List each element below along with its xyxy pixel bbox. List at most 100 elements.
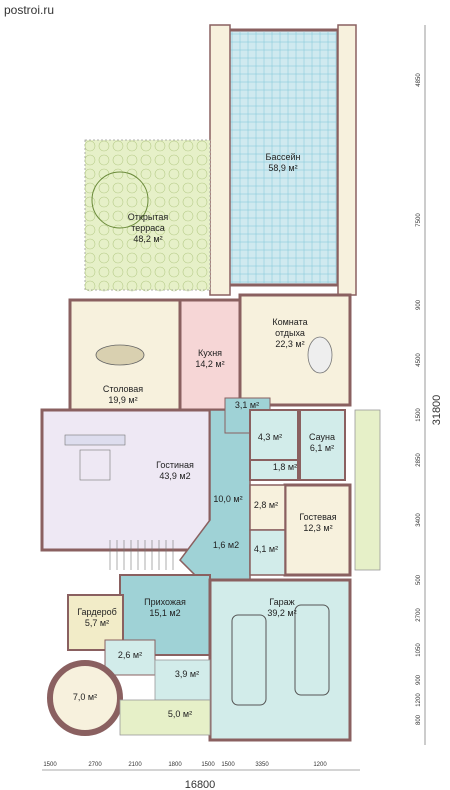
terrace-tile (182, 224, 194, 236)
total-width: 16800 (185, 779, 216, 790)
terrace-tile (98, 210, 110, 222)
terrace-tile (126, 238, 138, 250)
room-label-garage-area: 39,2 м² (267, 608, 296, 618)
terrace-tile (126, 280, 138, 292)
dim-right-label: 4500 (416, 353, 422, 367)
terrace-umbrella-icon (91, 171, 149, 229)
terrace-tile (168, 266, 180, 278)
terrace-tile (84, 154, 96, 166)
terrace-tile (154, 238, 166, 250)
terrace-tile (112, 196, 124, 208)
terrace-tile (196, 154, 208, 166)
terrace-tile (154, 140, 166, 152)
dim-bottom-label: 3350 (255, 762, 269, 768)
dim-bottom-label: 1500 (201, 762, 215, 768)
room-label-wardrobe-name: Гардероб (77, 607, 117, 617)
terrace-tile (98, 252, 110, 264)
terrace-tile (168, 252, 180, 264)
terrace-tile (196, 252, 208, 264)
room-label-corr2-area: 2,8 м² (254, 500, 278, 510)
room-label-garage-name: Гараж (269, 597, 294, 607)
terrace-tile (126, 196, 138, 208)
terrace-tile (168, 140, 180, 152)
room-label-guest-area: 12,3 м² (303, 523, 332, 533)
terrace-tile (182, 210, 194, 222)
terrace-tile (98, 182, 110, 194)
terrace-tile (196, 280, 208, 292)
room-label-shower-area: 1,8 м² (273, 462, 297, 472)
terrace-tile (98, 224, 110, 236)
room-label-entry-area: 15,1 м2 (149, 608, 180, 618)
terrace-tile (84, 210, 96, 222)
terrace-tile (84, 168, 96, 180)
terrace-tile (168, 224, 180, 236)
terrace-tile (154, 252, 166, 264)
terrace-tile (112, 154, 124, 166)
terrace-tile (112, 280, 124, 292)
dim-bottom-label: 1800 (168, 762, 182, 768)
terrace-tile (154, 210, 166, 222)
terrace-tile (140, 168, 152, 180)
terrace-tile (140, 266, 152, 278)
terrace-tile (84, 224, 96, 236)
dim-bottom-label: 2100 (128, 762, 142, 768)
side-stair (354, 409, 381, 571)
terrace-tile (182, 280, 194, 292)
dining-table-icon (95, 344, 145, 366)
terrace-tile (196, 266, 208, 278)
terrace-tile (182, 238, 194, 250)
dim-right-label: 900 (416, 674, 422, 685)
terrace-tile (168, 238, 180, 250)
terrace-tile (112, 140, 124, 152)
terrace-tile (140, 182, 152, 194)
terrace-tile (182, 266, 194, 278)
room-label-terrace-area: 48,2 м² (133, 234, 162, 244)
terrace-tile (154, 280, 166, 292)
terrace-tile (140, 196, 152, 208)
room-label-wardrobe-area: 5,7 м² (85, 618, 109, 628)
terrace-tile (154, 224, 166, 236)
car-icon-2 (294, 604, 330, 696)
room-lounge (238, 293, 352, 407)
terrace-tile (84, 280, 96, 292)
dim-right-label: 1050 (416, 643, 422, 657)
terrace-tile (168, 280, 180, 292)
terrace-tile (182, 168, 194, 180)
room-porch1 (154, 659, 211, 701)
terrace-tile (84, 140, 96, 152)
terrace-tile (182, 252, 194, 264)
terrace-tile (84, 252, 96, 264)
terrace-tile (154, 196, 166, 208)
site-watermark: postroi.ru (4, 3, 55, 17)
terrace-tile (196, 140, 208, 152)
terrace-tile (126, 140, 138, 152)
terrace-tile (196, 168, 208, 180)
room-label-guest-name: Гостевая (299, 512, 336, 522)
room-label-living-area: 43,9 м2 (159, 471, 190, 481)
dim-right-label: 800 (416, 714, 422, 725)
room-label-bath1-area: 4,3 м² (258, 432, 282, 442)
terrace-tile (196, 196, 208, 208)
room-label-terrace-name: Открытая (128, 212, 169, 222)
terrace-tile (98, 280, 110, 292)
terrace-tile (168, 210, 180, 222)
dim-right-label: 2850 (416, 453, 422, 467)
room-label-terrace-name2: терраса (131, 223, 165, 233)
terrace-tile (98, 154, 110, 166)
terrace-tile (140, 140, 152, 152)
terrace-tile (196, 182, 208, 194)
terrace-tile (112, 210, 124, 222)
terrace-tile (126, 168, 138, 180)
dim-bottom-label: 1200 (313, 762, 327, 768)
room-label-stairhall-area: 2,6 м² (118, 650, 142, 660)
terrace-tile (112, 224, 124, 236)
terrace-tile (84, 196, 96, 208)
terrace-tile (168, 168, 180, 180)
dim-right-label: 7500 (416, 213, 422, 227)
pool-wall-right (337, 24, 357, 296)
terrace-tile (196, 224, 208, 236)
car-icon-1 (231, 614, 267, 706)
